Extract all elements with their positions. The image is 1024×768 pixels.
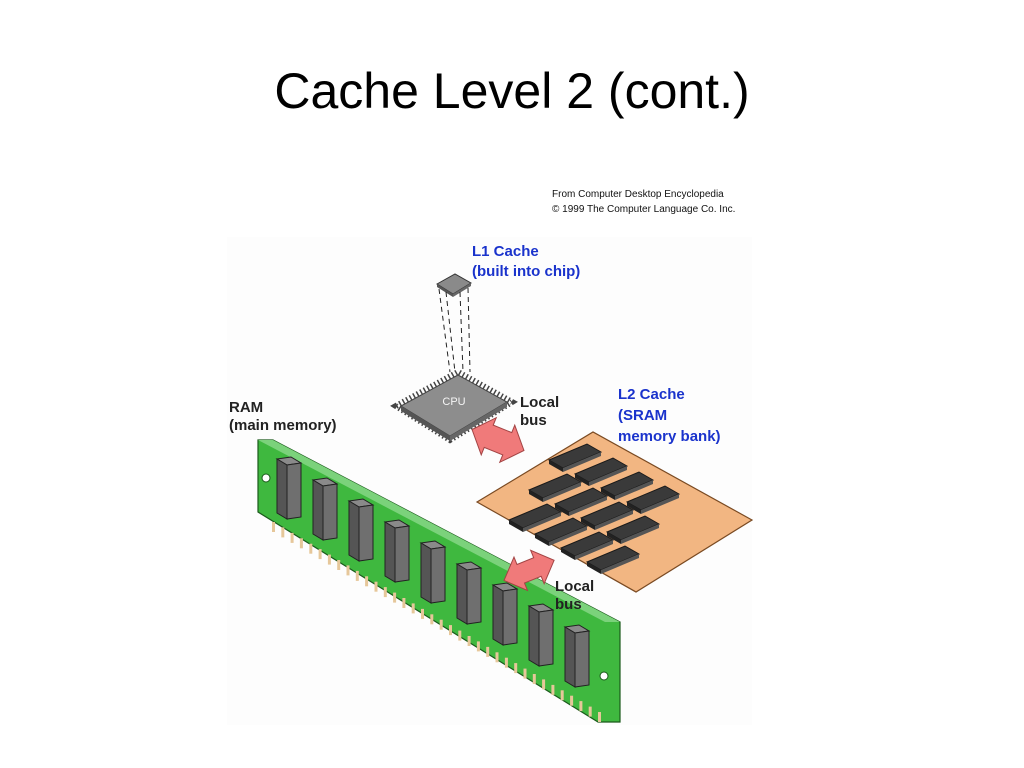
sram-chip-side <box>555 504 569 516</box>
sram-chip-side <box>529 490 543 502</box>
sram-chip-side <box>575 474 589 486</box>
sram-chip-edge <box>575 540 613 560</box>
ram-contact <box>383 587 387 598</box>
ram-chip-side <box>312 479 324 541</box>
ram-chip-side <box>276 458 288 520</box>
ram-contact <box>532 674 536 684</box>
sram-chip-edge <box>621 524 659 544</box>
l1-projection-lines <box>438 287 471 373</box>
sram-chip-edge <box>589 466 627 486</box>
ram-contact <box>355 570 359 581</box>
ram-contact <box>411 603 415 614</box>
sram-chip-edge <box>615 480 653 500</box>
ram-contact <box>476 641 480 652</box>
ram-contact <box>486 646 490 657</box>
sram-chip-side <box>607 532 621 544</box>
ram-contact <box>458 630 462 641</box>
sram-chip-side <box>535 534 549 546</box>
ram-contact <box>327 554 331 565</box>
ram-chip-front <box>538 609 554 667</box>
ram-contact <box>365 576 369 587</box>
source-credit: From Computer Desktop Encyclopedia © 199… <box>552 187 735 217</box>
sram-chip-edge <box>595 510 633 530</box>
sram-chip-edge <box>549 526 587 546</box>
sram-chip-side <box>549 460 563 472</box>
ram-contact <box>560 690 564 701</box>
cpu-label: CPU <box>442 396 465 408</box>
sram-chip-edge <box>543 482 581 502</box>
ram-contact <box>290 532 294 543</box>
credit-line-1: From Computer Desktop Encyclopedia <box>552 189 724 200</box>
ram-chip-front <box>430 546 446 604</box>
ram-contact <box>588 706 592 717</box>
l2-sram-board <box>475 431 754 593</box>
ram-chip-front <box>394 525 410 583</box>
slide-title: Cache Level 2 (cont.) <box>274 63 750 119</box>
ram-chip-side <box>492 584 504 646</box>
sram-chip-side <box>601 488 615 500</box>
ram-module <box>257 439 621 723</box>
ram-chip-side <box>348 500 360 562</box>
ram-label: RAM (main memory) <box>229 399 337 434</box>
ram-contact <box>374 581 378 592</box>
ram-chip-front <box>574 630 590 688</box>
ram-contact <box>514 663 518 674</box>
ram-contact <box>299 538 303 549</box>
ram-chip-front <box>502 588 518 646</box>
sram-chip-edge <box>601 554 639 574</box>
ram-contact <box>430 614 434 625</box>
ram-chip-side <box>528 605 540 667</box>
l2-cache-label: L2 Cache (SRAM memory bank) <box>618 386 721 445</box>
ram-contact <box>346 565 350 576</box>
sram-chip-side <box>587 562 601 574</box>
sram-chip-edge <box>563 452 601 472</box>
ram-contact <box>570 695 574 706</box>
ram-contact <box>393 592 397 603</box>
ram-contact <box>542 679 546 690</box>
ram-chip-front <box>286 462 302 520</box>
ram-contact <box>495 652 499 663</box>
l1-cache-label: L1 Cache (built into chip) <box>472 243 580 280</box>
ram-chip-side <box>420 542 432 604</box>
sram-chip-side <box>561 548 575 560</box>
ram-contact <box>523 668 527 679</box>
ram-contact <box>281 527 285 538</box>
local-bus-bottom-label: Local bus <box>555 578 598 613</box>
ram-contact <box>421 608 424 619</box>
ram-contact <box>309 543 313 554</box>
ram-contacts <box>272 522 601 722</box>
ram-contact <box>318 549 322 560</box>
sram-chip-edge <box>523 512 561 532</box>
ram-chip-front <box>322 483 338 541</box>
local-bus-top-label: Local bus <box>520 394 563 429</box>
ram-contact <box>467 636 471 646</box>
sram-chip-edge <box>641 494 679 514</box>
ram-chip-front <box>358 504 374 562</box>
cpu-chip: CPU <box>390 368 518 444</box>
ram-chip-side <box>456 563 468 625</box>
ram-contact <box>337 560 341 570</box>
sram-chip-edge <box>569 496 607 516</box>
ram-contact <box>439 619 443 630</box>
ram-contact <box>551 684 555 695</box>
l1-cache-chip <box>436 273 472 297</box>
ram-chip-side <box>564 626 576 688</box>
cpu-to-l2-bus-arrow <box>471 416 525 464</box>
ram-contact <box>598 712 601 722</box>
ram-contact <box>272 522 275 532</box>
sram-chip-side <box>509 520 523 532</box>
ram-chip-side <box>384 521 396 583</box>
sram-chip-side <box>581 518 595 530</box>
ram-to-l2-bus-arrow <box>503 549 555 592</box>
ram-chip-front <box>466 567 482 625</box>
ram-contact <box>449 625 452 636</box>
sram-chip-side <box>627 502 641 514</box>
ram-contact <box>504 657 508 668</box>
ram-chips <box>275 456 591 688</box>
credit-line-2: © 1999 The Computer Language Co. Inc. <box>552 204 736 215</box>
ram-contact <box>402 598 406 608</box>
sram-chips <box>507 443 681 574</box>
ram-contact <box>579 701 583 712</box>
